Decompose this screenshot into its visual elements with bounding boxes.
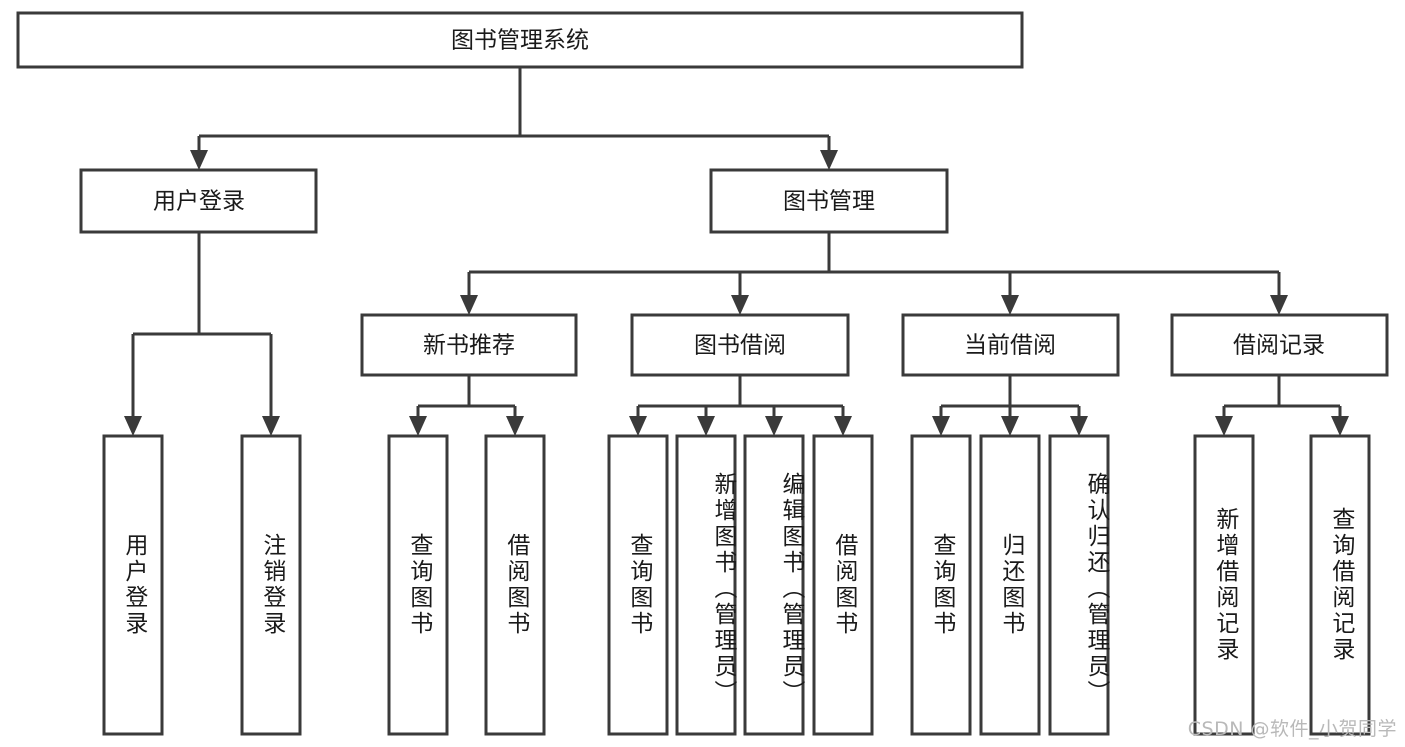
arrow-head-current-borrow-leaf-1 (932, 416, 950, 436)
connector-layer (124, 67, 1349, 436)
leaf-user-login-0[interactable] (102, 434, 164, 736)
node-user-login[interactable] (79, 168, 318, 234)
label-current-borrow: 当前借阅 (964, 333, 1056, 359)
leaf-borrow-record-1[interactable] (1309, 434, 1371, 736)
node-borrow-record[interactable] (1170, 313, 1389, 377)
node-root-book-management-system[interactable] (16, 11, 1024, 69)
arrow-head-book-borrow (731, 295, 749, 315)
arrow-head-current-borrow-leaf-3 (1070, 416, 1088, 436)
arrow-head-borrow-record-leaf-1 (1215, 416, 1233, 436)
arrow-head-new-book (460, 295, 478, 315)
node-new-book-recommend[interactable] (360, 313, 578, 377)
arrow-head-book-manage (820, 150, 838, 170)
arrow-head-book-borrow-leaf-3 (765, 416, 783, 436)
node-book-management[interactable] (709, 168, 949, 234)
arrow-head-book-borrow-leaf-1 (629, 416, 647, 436)
leaf-new-book-recommend-1[interactable] (484, 434, 546, 736)
label-layer-horizontal: 图书管理系统 用户登录 图书管理 新书推荐 图书借阅 当前借阅 借阅记录 (153, 28, 1325, 359)
arrow-head-new-book-leaf-1 (409, 416, 427, 436)
leaf-current-borrow-1[interactable] (979, 434, 1041, 736)
arrow-head-current-borrow (1001, 295, 1019, 315)
node-layer (16, 11, 1389, 736)
leaf-new-book-recommend-0[interactable] (387, 434, 449, 736)
label-new-book-recommend: 新书推荐 (423, 333, 515, 359)
leaf-book-borrow-0[interactable] (607, 434, 669, 736)
arrow-head-borrow-record (1270, 295, 1288, 315)
leaf-book-borrow-2[interactable] (743, 434, 805, 736)
arrow-head-book-borrow-leaf-2 (697, 416, 715, 436)
arrow-head-borrow-record-leaf-2 (1331, 416, 1349, 436)
leaf-current-borrow-0[interactable] (910, 434, 972, 736)
label-user-login: 用户登录 (153, 189, 245, 215)
arrow-head-user-login (190, 150, 208, 170)
leaf-borrow-record-0[interactable] (1193, 434, 1255, 736)
arrow-head-user-login-leaf-2 (262, 416, 280, 436)
label-root: 图书管理系统 (451, 28, 589, 54)
node-current-borrow[interactable] (901, 313, 1120, 377)
label-book-management: 图书管理 (783, 189, 875, 215)
arrow-head-user-login-leaf-1 (124, 416, 142, 436)
arrow-head-current-borrow-leaf-2 (1001, 416, 1019, 436)
arrow-head-new-book-leaf-2 (506, 416, 524, 436)
leaf-book-borrow-1[interactable] (675, 434, 737, 736)
leaf-book-borrow-3[interactable] (812, 434, 874, 736)
watermark-text: CSDN @软件_小贺同学 (1187, 718, 1397, 740)
node-book-borrow[interactable] (630, 313, 850, 377)
leaf-user-login-1[interactable] (240, 434, 302, 736)
label-book-borrow: 图书借阅 (694, 333, 786, 359)
arrow-head-book-borrow-leaf-4 (834, 416, 852, 436)
label-borrow-record: 借阅记录 (1233, 333, 1325, 359)
leaf-current-borrow-2[interactable] (1048, 434, 1110, 736)
